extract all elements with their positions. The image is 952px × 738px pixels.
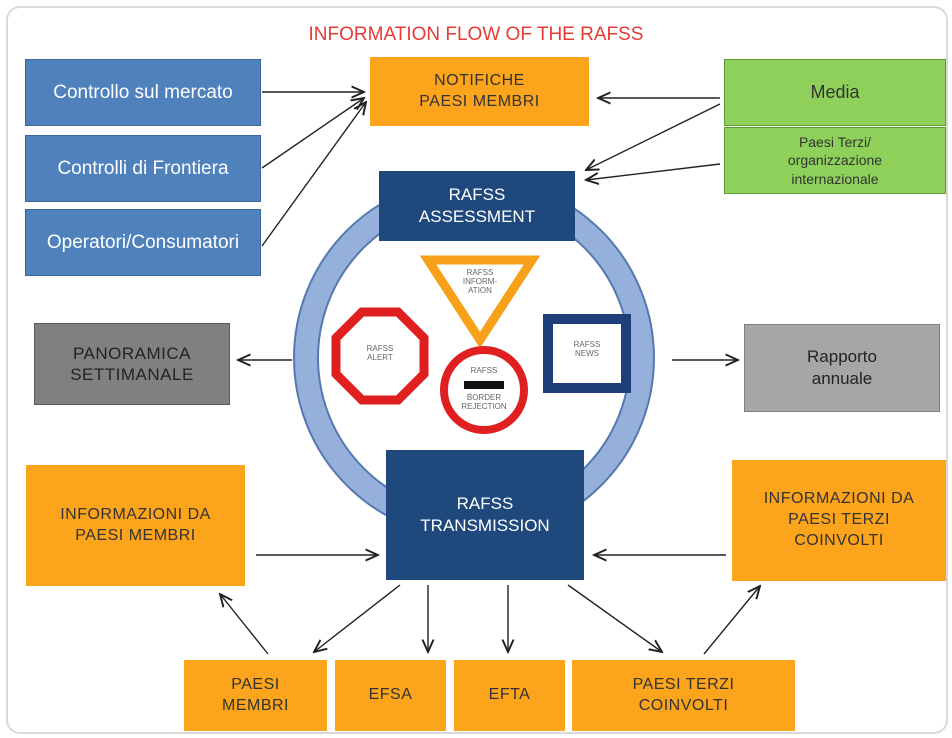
recipient-member-states: PAESI MEMBRI [184,660,327,731]
arrow-border-to-notifications [261,98,364,169]
arrow-member-states-to-info [220,594,269,655]
border-rejection-circle-icon [440,346,528,434]
arrow-third-countries-to-info [703,586,760,655]
diagram-title: INFORMATION FLOW OF THE RAFSS [308,24,644,45]
recipient-efsa: EFSA [335,660,446,731]
information-label: RAFSS INFORM- ATION [462,268,498,296]
news-label: RAFSS NEWS [573,340,601,359]
notifications-box: NOTIFICHE PAESI MEMBRI [370,57,589,126]
arrow-transmission-to-third-countries [567,584,662,652]
source-market-control: Controllo sul mercato [25,59,261,126]
info-third-countries-box: INFORMAZIONI DA PAESI TERZI COINVOLTI [732,460,946,581]
source-border-controls: Controlli di Frontiera [25,135,261,202]
arrow-media-to-assessment [586,103,721,170]
border-rejection-bar-icon [464,381,504,389]
media-box: Media [724,59,946,126]
annual-report-box: Rapporto annuale [744,324,940,412]
recipient-third-countries: PAESI TERZI COINVOLTI [572,660,795,731]
assessment-box: RAFSS ASSESSMENT [379,171,575,241]
alert-label: RAFSS ALERT [366,344,394,363]
arrow-third-to-assessment [586,163,721,180]
news-square-icon [543,314,631,393]
recipient-efta: EFTA [454,660,565,731]
transmission-box: RAFSS TRANSMISSION [386,450,584,580]
source-operators-consumers: Operatori/Consumatori [25,209,261,276]
alert-octagon-icon [331,307,429,405]
info-member-states-box: INFORMAZIONI DA PAESI MEMBRI [26,465,245,586]
third-countries-source-box: Paesi Terzi/ organizzazione internaziona… [724,127,946,194]
information-triangle-icon [419,255,541,349]
arrow-operators-to-notifications [261,102,366,247]
border-rejection-label-bottom: BORDER REJECTION [461,393,507,412]
border-rejection-label-top: RAFSS [470,366,498,375]
arrow-transmission-to-member-states [314,584,401,652]
weekly-overview-box: PANORAMICA SETTIMANALE [34,323,230,405]
